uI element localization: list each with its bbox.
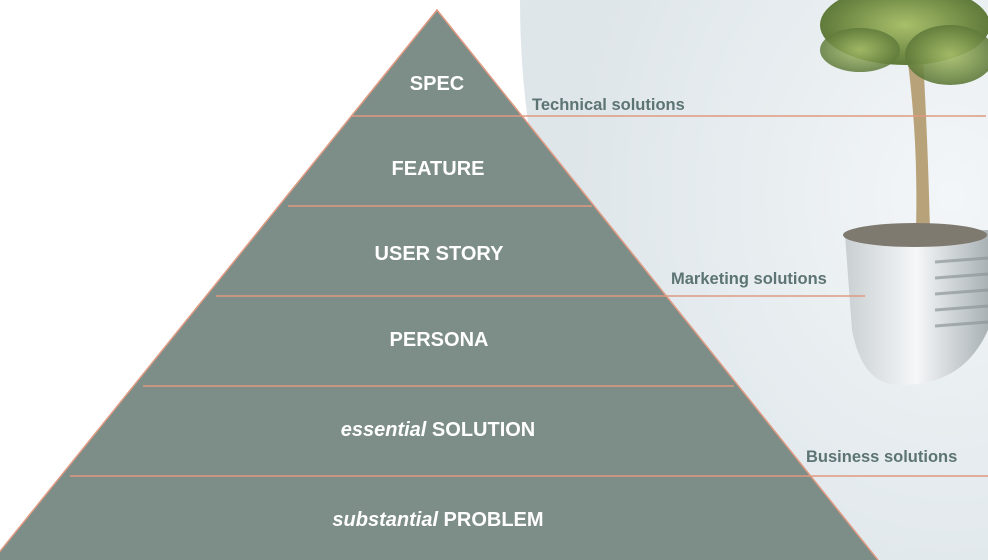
pyramid-labels: SPEC FEATURE USER STORY PERSONA essentia… <box>332 73 543 531</box>
level-spec-label: SPEC <box>410 73 464 95</box>
pyramid-dividers <box>70 115 988 477</box>
marketing-solutions-label: Marketing solutions <box>671 270 827 288</box>
pyramid-outline <box>0 8 879 560</box>
level-solution-prefix: essential <box>341 419 427 441</box>
level-solution-text: SOLUTION <box>426 419 535 441</box>
level-feature-label: FEATURE <box>392 158 485 180</box>
background-image <box>520 0 988 560</box>
level-persona-label: PERSONA <box>390 329 489 351</box>
technical-solutions-label: Technical solutions <box>532 96 685 114</box>
solution-labels: Technical solutions Marketing solutions … <box>532 96 957 466</box>
level-userstory-label: USER STORY <box>375 243 505 265</box>
business-solutions-label: Business solutions <box>806 448 957 466</box>
pyramid-shape <box>0 10 878 560</box>
level-problem-prefix: substantial <box>332 509 438 531</box>
level-problem-text: PROBLEM <box>438 509 544 531</box>
level-problem-label: substantial PROBLEM <box>332 509 543 531</box>
level-solution-label: essential SOLUTION <box>341 419 536 441</box>
